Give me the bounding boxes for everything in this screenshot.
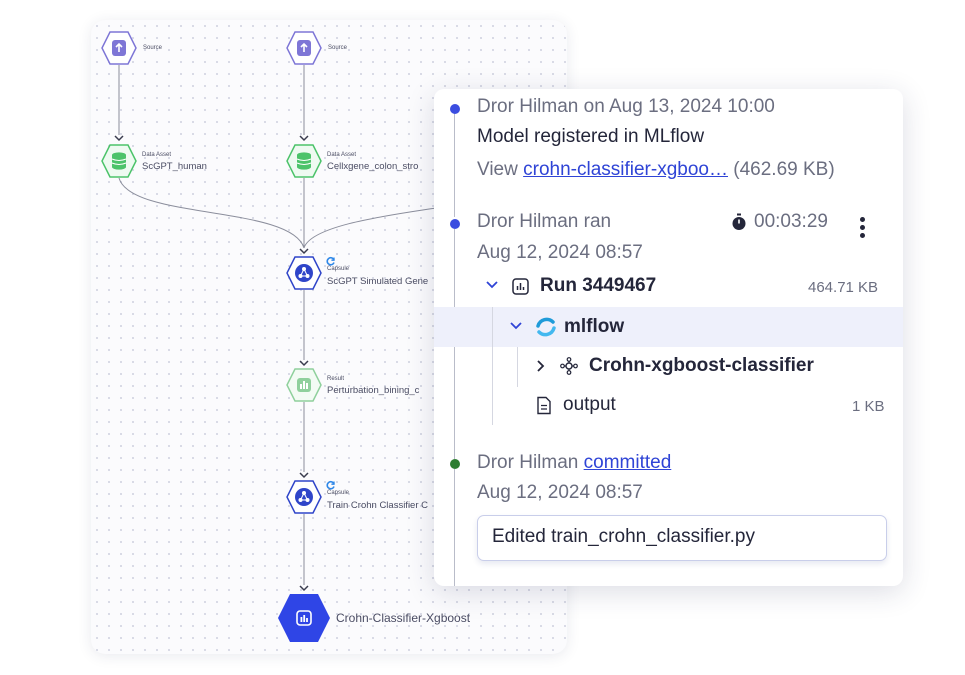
node-type-label: Result <box>327 376 345 382</box>
pipeline-node-source-1[interactable]: Source <box>101 31 191 67</box>
node-name-label: Train Crohn Classifier C <box>327 500 429 511</box>
hexagon-node-shape <box>286 368 322 402</box>
mlflow-icon <box>536 317 556 337</box>
node-name-label: Cellxgene_colon_stro <box>327 161 419 172</box>
node-name-label: Perturbation_bining_c <box>327 385 420 396</box>
pipeline-node-capsule-2[interactable]: Capsule Train Crohn Classifier C <box>286 480 446 516</box>
entry-author-line: Dror Hilman on Aug 13, 2024 10:00 <box>477 96 775 117</box>
entry-author-line: Dror Hilman ran <box>477 211 612 232</box>
stopwatch-icon <box>732 213 746 230</box>
entry-message: Model registered in MLflow <box>477 126 705 147</box>
pipeline-node-capsule-1[interactable]: Capsule ScGPT Simulated Gene <box>286 256 446 292</box>
view-artifact-line: View crohn-classifier-xgboo… (462.69 KB) <box>477 159 835 181</box>
hexagon-node-shape <box>101 31 137 65</box>
timeline-dot <box>450 104 460 114</box>
commit-message-box[interactable]: Edited train_crohn_classifier.py <box>477 515 887 561</box>
hexagon-node-shape <box>286 31 322 65</box>
timeline-line <box>454 111 455 217</box>
node-type-label: Source <box>143 45 163 51</box>
pipeline-node-result[interactable]: Result Perturbation_bining_c <box>286 368 446 404</box>
node-name-label: ScGPT_human <box>142 161 207 172</box>
pipeline-edges <box>118 65 437 585</box>
chevron-down-icon[interactable] <box>298 133 310 143</box>
hexagon-node-shape <box>286 480 322 514</box>
hexagon-node-shape <box>278 594 330 642</box>
run-label: Run 3449467 <box>540 275 657 296</box>
pipeline-node-model[interactable]: Crohn-Classifier-Xgboost <box>277 593 537 645</box>
artifact-link[interactable]: crohn-classifier-xgboo… <box>523 159 728 180</box>
timeline-dot <box>450 219 460 229</box>
model-icon <box>560 357 578 375</box>
file-icon <box>537 396 551 415</box>
chevron-down-icon[interactable] <box>298 470 310 480</box>
hexagon-node-shape <box>101 144 137 178</box>
chevron-down-icon[interactable] <box>509 321 523 331</box>
activity-timeline-panel: Dror Hilman on Aug 13, 2024 10:00 Model … <box>434 89 903 586</box>
node-type-label: Capsule <box>327 266 350 272</box>
chevron-down-icon[interactable] <box>113 133 125 143</box>
node-type-label: Data Asset <box>327 152 357 158</box>
entry-date: Aug 12, 2024 08:57 <box>477 482 643 503</box>
pipeline-node-data-asset-1[interactable]: Data Asset ScGPT_human <box>101 144 241 180</box>
output-label: output <box>563 394 616 415</box>
pipeline-node-source-2[interactable]: Source <box>286 31 376 67</box>
model-label: Crohn-xgboost-classifier <box>589 355 814 376</box>
run-size: 464.71 KB <box>808 279 879 296</box>
pipeline-node-data-asset-2[interactable]: Data Asset Cellxgene_colon_stro <box>286 144 436 180</box>
entry-author-line: Dror Hilman committed <box>477 452 671 474</box>
node-name-label: Crohn-Classifier-Xgboost <box>336 611 471 625</box>
chevron-right-icon[interactable] <box>536 359 546 373</box>
node-type-label: Source <box>328 45 348 51</box>
artifact-size: (462.69 KB) <box>733 159 835 180</box>
entry-date: Aug 12, 2024 08:57 <box>477 242 643 263</box>
chevron-down-icon[interactable] <box>485 280 499 290</box>
node-type-label: Capsule <box>327 490 350 496</box>
chevron-down-icon[interactable] <box>298 358 310 368</box>
kebab-menu-icon[interactable] <box>860 217 866 241</box>
node-name-label: ScGPT Simulated Gene <box>327 276 429 287</box>
commit-link[interactable]: committed <box>583 452 672 473</box>
sync-icon <box>326 480 335 490</box>
run-duration: 00:03:29 <box>754 211 828 232</box>
timeline-dot <box>450 459 460 469</box>
sync-icon <box>326 256 335 266</box>
run-chart-icon <box>512 278 529 295</box>
node-type-label: Data Asset <box>142 152 172 158</box>
view-prefix: View <box>477 159 518 180</box>
commit-author: Dror Hilman <box>477 452 579 473</box>
chevron-down-icon[interactable] <box>298 246 310 256</box>
mlflow-label: mlflow <box>564 316 625 337</box>
output-size: 1 KB <box>852 398 885 415</box>
tree-guide-line <box>517 347 518 387</box>
hexagon-node-shape <box>286 256 322 290</box>
mlflow-row-highlight <box>434 307 903 347</box>
chevron-down-icon[interactable] <box>298 583 310 593</box>
tree-guide-line <box>492 307 493 425</box>
hexagon-node-shape <box>286 144 322 178</box>
timeline-line <box>454 469 455 586</box>
